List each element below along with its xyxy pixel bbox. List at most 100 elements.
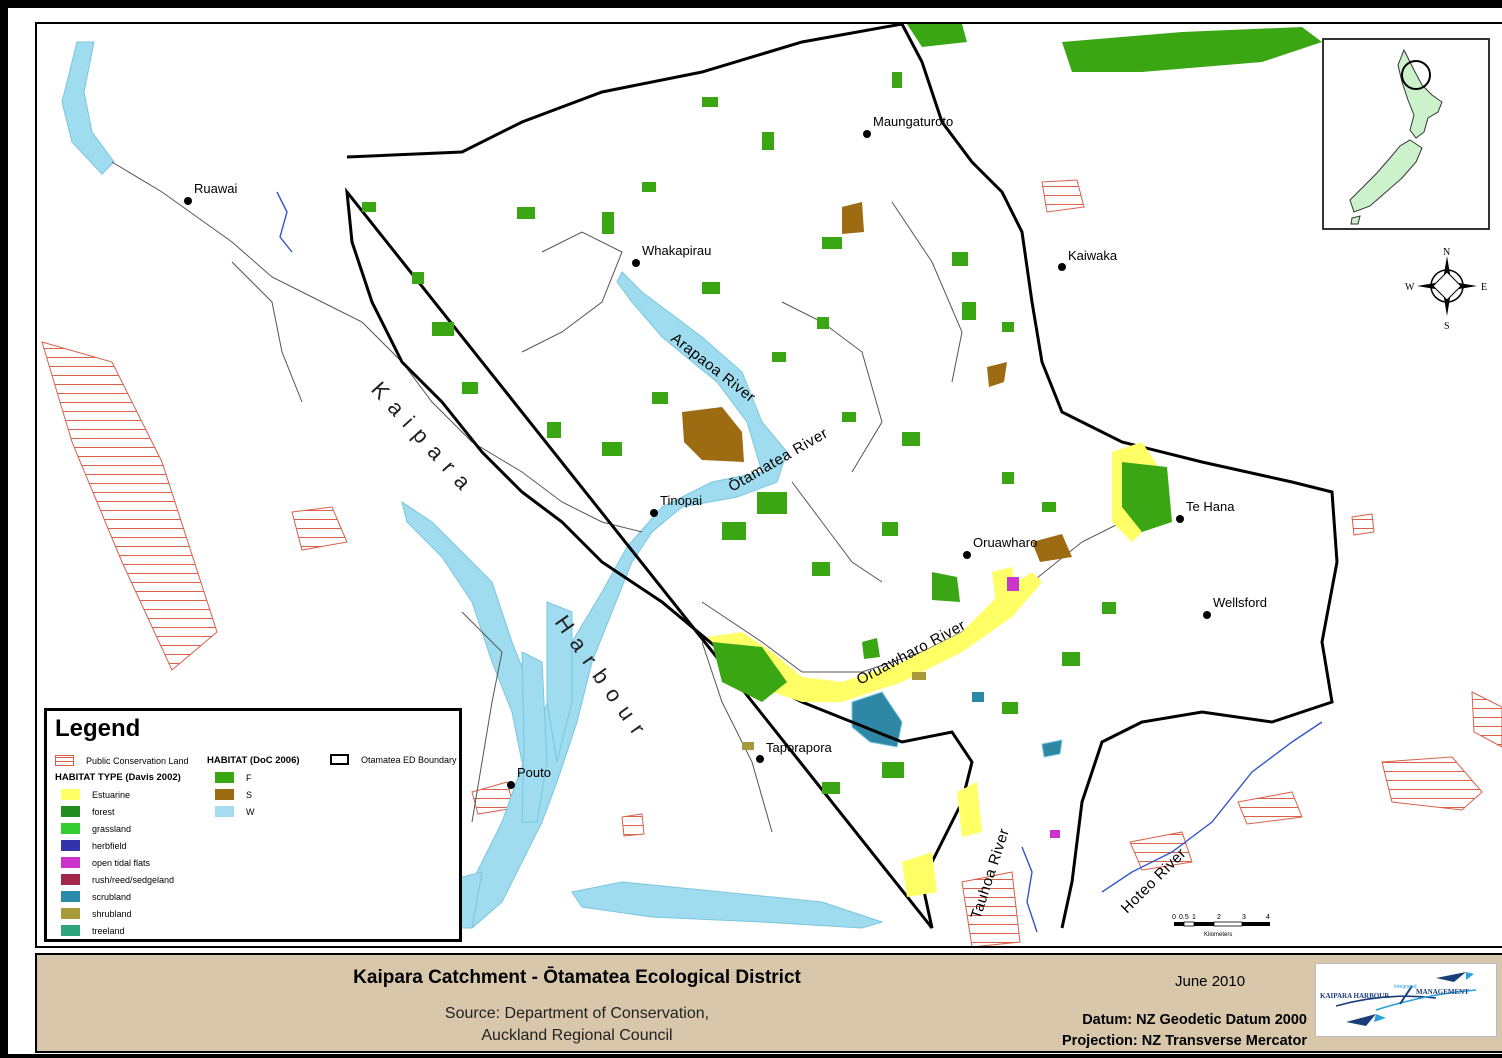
maungaturoto-dot — [863, 130, 871, 138]
pouto-dot — [507, 781, 515, 789]
conservation-label: Public Conservation Land — [86, 755, 189, 766]
herbfield-label: herbfield — [92, 840, 127, 851]
harbour-word-1: Kaipara — [366, 377, 482, 502]
legend-item-estuarine: Estuarine — [61, 789, 130, 800]
logo-small-text: Integrated — [1394, 984, 1417, 990]
doc-w-label: W — [246, 806, 255, 817]
taporapora-label: Taporapora — [766, 740, 833, 755]
rivers-layer — [276, 191, 1323, 933]
tinopai-dot — [650, 509, 658, 517]
legend-item-rush: rush/reed/sedgeland — [61, 874, 174, 885]
scale-tick-0: 0 — [1172, 914, 1176, 921]
rush-swatch — [61, 874, 80, 885]
treeland-label: treeland — [92, 925, 125, 936]
legend-item-scrubland: scrubland — [61, 891, 131, 902]
open-tidal-flats-label: open tidal flats — [92, 857, 151, 868]
scale-bar: 0 0.5 1 2 3 4 Kilometers — [1170, 910, 1274, 940]
source-line-2: Auckland Regional Council — [481, 1027, 673, 1044]
logo-graphic — [1335, 972, 1477, 1026]
doc-f-label: F — [246, 772, 252, 783]
herbfield-swatch — [61, 840, 80, 851]
water-layer — [61, 41, 1063, 929]
map-title: Kaipara Catchment - Ōtamatea Ecological … — [353, 967, 801, 988]
tinopai-label: Tinopai — [660, 493, 702, 508]
projection-text: Projection: NZ Transverse Mercator — [1062, 1033, 1307, 1049]
legend-item-doc-w: W — [215, 806, 255, 817]
legend: Legend Public Conservation Land HABITAT … — [44, 708, 462, 942]
title-block: Kaipara Catchment - Ōtamatea Ecological … — [35, 953, 1502, 1053]
source-line-1: Source: Department of Conservation, — [444, 1005, 710, 1022]
rush-label: rush/reed/sedgeland — [92, 874, 175, 885]
place-labels: Maungaturoto Ruawai Whakapirau Kaiwaka T… — [194, 114, 1267, 780]
legend-item-doc-f: F — [215, 772, 252, 783]
forest-swatch — [61, 806, 80, 817]
doc-f-swatch — [215, 772, 234, 783]
wellsford-dot — [1203, 611, 1211, 619]
kaiwaka-label: Kaiwaka — [1068, 248, 1118, 263]
estuarine-label: Estuarine — [92, 789, 131, 800]
logo-left-text: KAIPARA HARBOUR — [1320, 992, 1390, 1000]
map-canvas[interactable]: Maungaturoto Ruawai Whakapirau Kaiwaka T… — [37, 24, 1502, 948]
doc-s-label: S — [246, 789, 253, 800]
boundary-swatch — [330, 754, 349, 765]
legend-item-doc-s: S — [215, 789, 252, 800]
grassland-label: grassland — [92, 823, 132, 834]
grassland-swatch — [61, 823, 80, 834]
legend-boundary: Otamatea ED Boundary — [330, 754, 457, 765]
scrubland-swatch — [61, 891, 80, 902]
other-habitat-layer — [742, 577, 1060, 838]
maungaturoto-label: Maungaturoto — [873, 114, 953, 129]
kaipara-harbour-logo: KAIPARA HARBOUR MANAGEMENT Integrated — [1315, 963, 1497, 1037]
te-hana-label: Te Hana — [1186, 499, 1235, 514]
open-tidal-flats-swatch — [61, 857, 80, 868]
legend-item-shrubland: shrubland — [61, 908, 132, 919]
legend-conservation: Public Conservation Land — [55, 755, 189, 766]
doc-w-swatch — [215, 806, 234, 817]
scale-unit: Kilometers — [1204, 932, 1232, 938]
legend-item-open-tidal-flats: open tidal flats — [61, 857, 150, 868]
logo-right-text: MANAGEMENT — [1416, 988, 1469, 996]
inset-focus-circle — [1401, 60, 1431, 90]
oruawharo-dot — [963, 551, 971, 559]
datum-text: Datum: NZ Geodetic Datum 2000 — [1082, 1012, 1307, 1028]
pouto-label: Pouto — [517, 765, 551, 780]
forest-habitat-layer — [362, 24, 1322, 794]
conservation-swatch — [55, 755, 74, 766]
scale-tick-3: 2 — [1217, 914, 1221, 921]
scale-tick-1: 0.5 — [1179, 914, 1189, 921]
habitat-type-heading: HABITAT TYPE (Davis 2002) — [55, 772, 181, 783]
oruawharo-label: Oruawharo — [973, 535, 1037, 550]
treeland-swatch — [61, 925, 80, 936]
compass-w: W — [1405, 282, 1415, 293]
legend-item-treeland: treeland — [61, 925, 125, 936]
scrubland-label: scrubland — [92, 891, 132, 902]
scale-tick-5: 4 — [1266, 914, 1270, 921]
map-date: June 2010 — [1175, 973, 1246, 990]
te-hana-dot — [1176, 515, 1184, 523]
wellsford-label: Wellsford — [1213, 595, 1267, 610]
legend-item-grassland: grassland — [61, 823, 131, 834]
legend-title: Legend — [55, 715, 141, 742]
whakapirau-dot — [632, 259, 640, 267]
arapaoa-river-label: Arapaoa River — [668, 330, 759, 406]
compass-n: N — [1443, 247, 1450, 258]
legend-item-forest: forest — [61, 806, 115, 817]
ruawai-dot — [184, 197, 192, 205]
shrubland-swatch — [61, 908, 80, 919]
compass-e: E — [1481, 282, 1487, 293]
whakapirau-label: Whakapirau — [642, 243, 711, 258]
conservation-land-layer — [41, 179, 1502, 946]
estuarine-swatch — [61, 789, 80, 800]
scale-tick-4: 3 — [1242, 914, 1246, 921]
kaiwaka-dot — [1058, 263, 1066, 271]
compass-rose: N S E W — [1405, 242, 1495, 332]
shrubland-label: shrubland — [92, 908, 132, 919]
places-layer — [184, 130, 1211, 789]
legend-item-herbfield: herbfield — [61, 840, 127, 851]
inset-map — [1322, 38, 1490, 230]
habitat-doc-heading: HABITAT (DoC 2006) — [207, 755, 300, 766]
nz-outline — [1349, 48, 1443, 225]
forest-label: forest — [92, 806, 115, 817]
compass-s: S — [1444, 321, 1450, 332]
ed-boundary — [344, 24, 1339, 929]
